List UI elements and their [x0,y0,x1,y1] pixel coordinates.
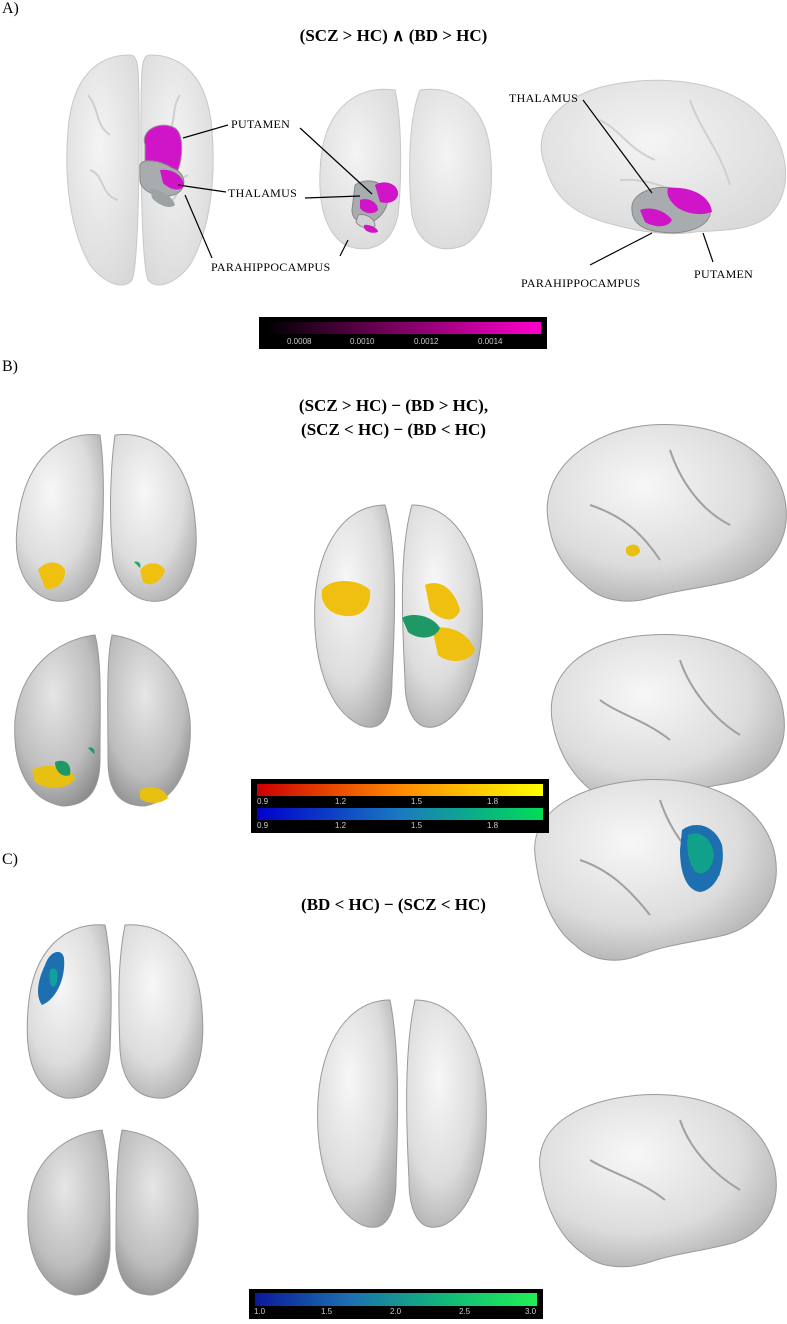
panel-a-top-view-brain [66,54,214,286]
panel-c-lateral-view-brain [534,778,777,961]
annotation-thalamus-a2: THALAMUS [509,91,579,105]
panel-c-medial-view-brain [539,1093,777,1268]
colorbar-b-cool-tick: 1.2 [335,821,347,830]
panel-a-lateral-view-brain [540,79,787,235]
colorbar-b-warm-tick: 1.8 [487,797,499,806]
panel-b-ventral-view-brain [314,504,483,728]
panel-b-title-line1: (SCZ > HC) − (BD > HC), [298,396,489,415]
panel-b-posterior-view-brain [14,634,191,807]
colorbar-a-gradient [265,322,541,334]
colorbar-c-tick: 2.5 [459,1307,471,1316]
colorbar-b-warm-tick: 1.5 [411,797,423,806]
colorbar-b-cool-tick: 0.9 [257,821,269,830]
colorbar-a: 0.0008 0.0010 0.0012 0.0014 [259,317,547,349]
panel-b-frontal-view-brain [15,433,197,602]
panel-c-posterior-view-brain [27,1129,199,1296]
panel-c-title: (BD < HC) − (SCZ < HC) [301,895,486,914]
annotation-putamen-a1: PUTAMEN [231,117,291,131]
colorbar-b-warm-gradient [257,784,543,796]
colorbar-a-tick: 0.0012 [414,337,439,346]
annotation-parahippocampus-a1: PARAHIPPOCAMPUS [211,260,331,274]
panel-c-frontal-view-brain [26,924,204,1099]
panel-a-coronal-view-brain [319,88,493,250]
colorbar-c: 1.0 1.5 2.0 2.5 3.0 [249,1289,543,1319]
colorbar-c-tick: 1.0 [254,1307,266,1316]
panel-a-label: A) [2,0,19,17]
colorbar-b-warm-tick: 0.9 [257,797,269,806]
annotation-thalamus-a1: THALAMUS [228,186,298,200]
colorbar-a-tick: 0.0008 [287,337,312,346]
panel-a-leader-lines [177,99,714,266]
colorbar-c-gradient [255,1293,537,1306]
colorbar-c-tick: 2.0 [390,1307,402,1316]
panel-c-label: C) [2,851,18,868]
panel-b-label: B) [2,358,18,375]
panel-a-title: (SCZ > HC) ∧ (BD > HC) [299,26,488,45]
panel-b-brains [14,423,787,807]
colorbar-a-tick: 0.0014 [478,337,503,346]
colorbar-a-tick: 0.0010 [350,337,375,346]
colorbar-b-cool-tick: 1.5 [411,821,423,830]
annotation-parahippocampus-a2: PARAHIPPOCAMPUS [521,276,641,290]
panel-a-brains [66,54,787,286]
panel-c-brains [26,778,777,1296]
annotation-putamen-a2: PUTAMEN [694,267,754,281]
panel-c-ventral-view-brain [317,999,487,1228]
colorbar-b-warm-tick: 1.2 [335,797,347,806]
colorbar-c-tick: 3.0 [525,1307,537,1316]
colorbar-c-tick: 1.5 [321,1307,333,1316]
colorbar-b-cool-gradient [257,808,543,820]
colorbar-b-cool-tick: 1.8 [487,821,499,830]
panel-b-lateral-view-brain [546,423,787,602]
colorbar-b: 0.9 1.2 1.5 1.8 0.9 1.2 1.5 1.8 [251,779,549,833]
panel-b-title-line2: (SCZ < HC) − (BD < HC) [301,420,486,439]
